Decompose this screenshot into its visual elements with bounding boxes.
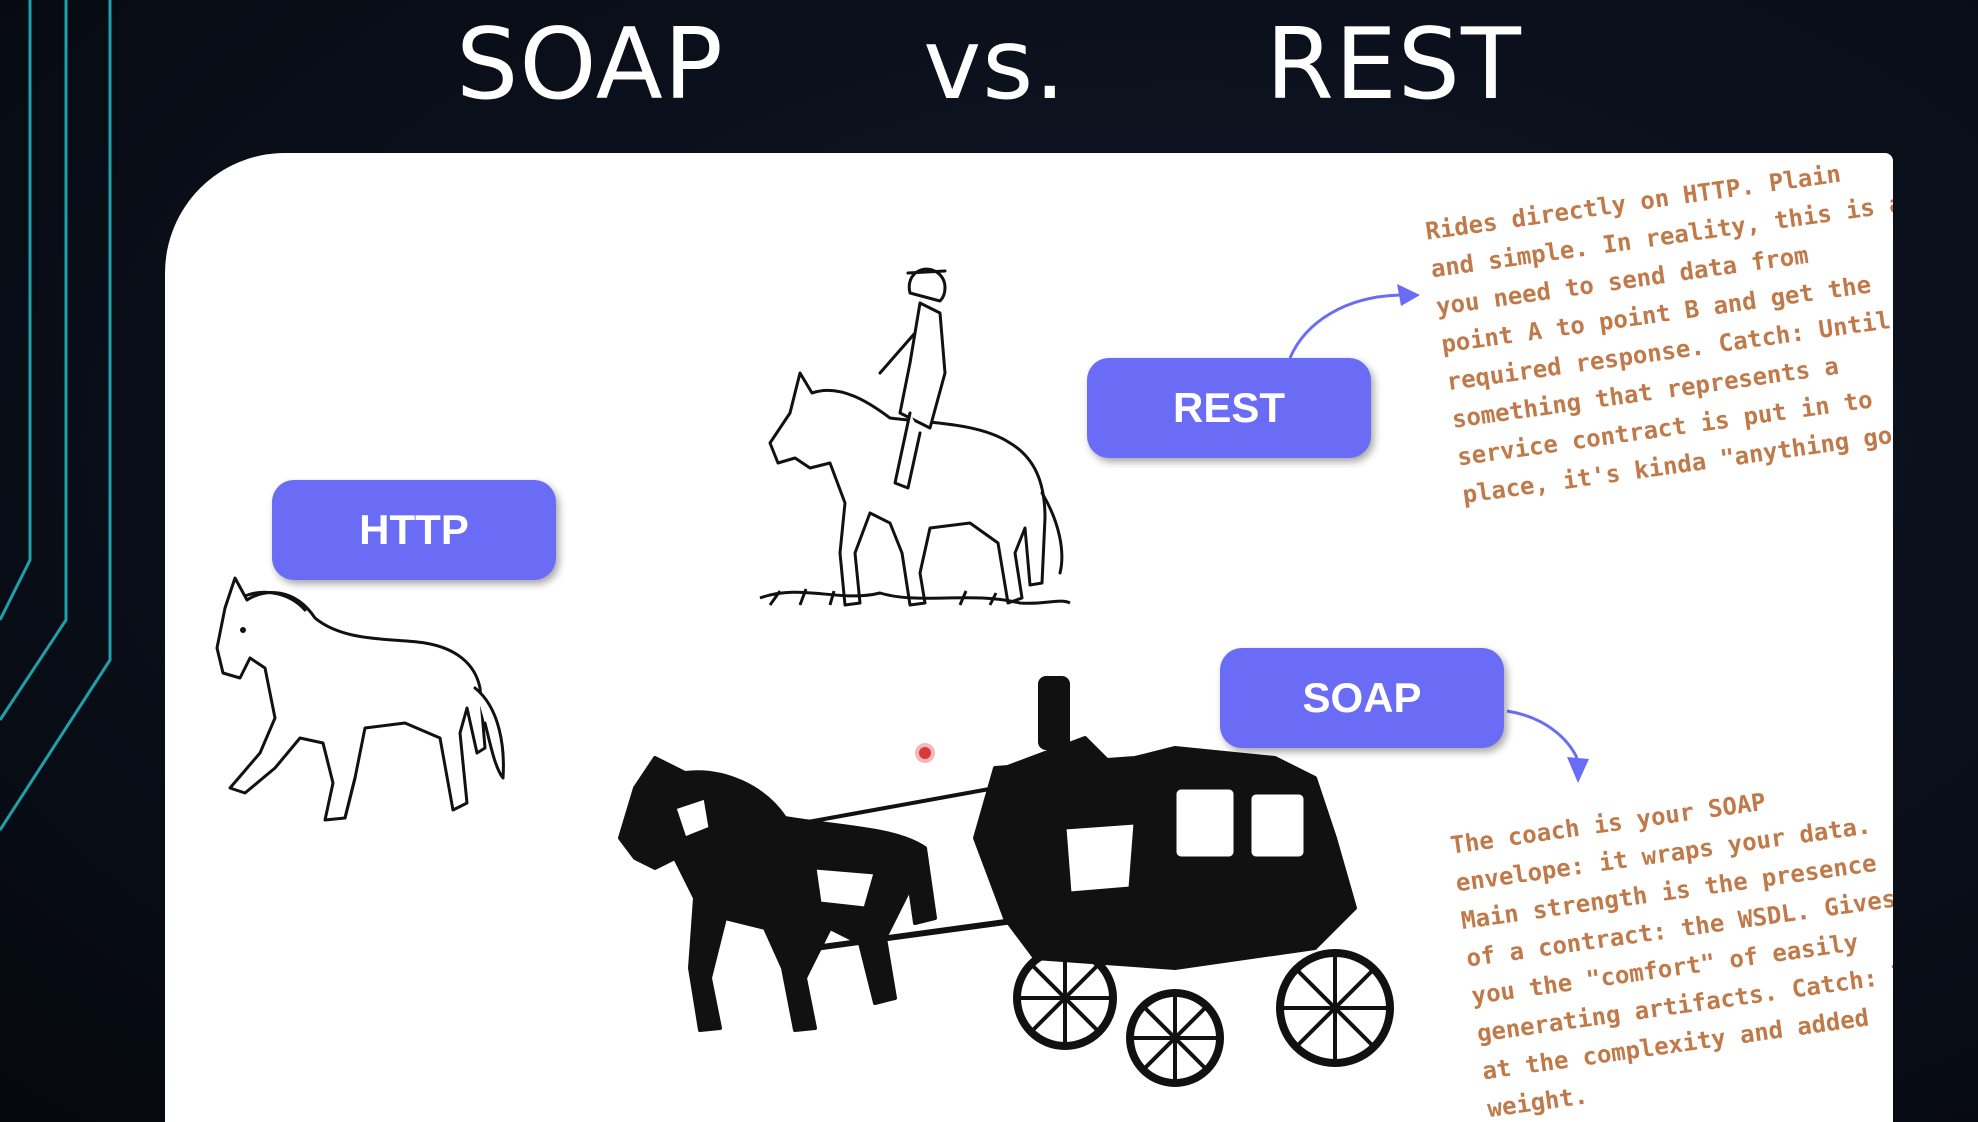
rest-arrow xyxy=(1288,284,1589,783)
soap-label: SOAP xyxy=(1220,648,1504,748)
pointer-dot-icon xyxy=(915,743,935,763)
rest-label: REST xyxy=(1087,358,1371,458)
http-label: HTTP xyxy=(272,480,556,580)
stagecoach-icon xyxy=(618,676,1394,1087)
horse-icon xyxy=(215,576,505,822)
slide-title: SOAP vs. REST xyxy=(456,8,1522,122)
rider-on-horse-icon xyxy=(759,267,1071,607)
rest-note: Rides directly on HTTP. Plain and simple… xyxy=(1423,153,1893,514)
decorative-lines xyxy=(0,0,112,831)
diagram-panel: HTTP REST SOAP Rides directly on HTTP. P… xyxy=(165,153,1893,1122)
